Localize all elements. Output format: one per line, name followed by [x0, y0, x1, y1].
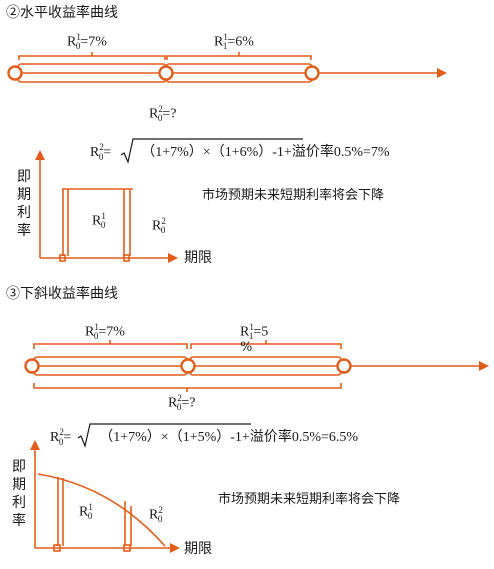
- timeline-1: [7, 52, 447, 83]
- formula-2-radical: [77, 423, 251, 449]
- section-2-title: ③下斜收益率曲线: [6, 286, 118, 302]
- section-1-bar2-label: R20: [152, 216, 166, 236]
- section-2-bar1-label: R10: [79, 502, 93, 522]
- section-2-mid-label: R20=?: [168, 393, 196, 413]
- timeline-1-node-0: [7, 65, 23, 81]
- section-1-seg1-label: R10=7%: [67, 32, 107, 52]
- section-2-note: 市场预期未来短期利率将会下降: [218, 492, 401, 507]
- section-2-bar2-label: R20: [149, 505, 163, 525]
- section-1-y-axis-label: 即期利率: [17, 169, 31, 239]
- chart-2: [30, 440, 180, 553]
- timeline-2: [24, 340, 489, 392]
- timeline-2-brace-bottom: [33, 383, 342, 389]
- timeline-1-node-2: [304, 65, 320, 81]
- section-2-seg2-wrap: %: [240, 340, 253, 355]
- timeline-2-node-0: [24, 358, 40, 374]
- chart-1: [35, 150, 178, 263]
- timeline-1-brace-2: [166, 55, 312, 60]
- radical-signs: [77, 138, 303, 449]
- section-1-note: 市场预期未来短期利率将会下降: [202, 188, 385, 203]
- section-2-y-axis-label: 即期利率: [12, 459, 26, 529]
- section-2-formula: R20=（1+7%）×（1+5%）-1+溢价率0.5%=6.5%: [50, 427, 359, 447]
- section-1-x-axis-label: 期限: [184, 250, 212, 266]
- chart-1-tick-2: [123, 254, 130, 262]
- section-1-formula: R20=（1+7%）×（1+6%）-1+溢价率0.5%=7%: [90, 142, 390, 162]
- timeline-2-node-1: [180, 358, 196, 374]
- chart-2-tick-2: [123, 544, 131, 552]
- timeline-2-node-2: [336, 358, 352, 374]
- timeline-1-brace-1: [18, 55, 166, 60]
- section-1-title: ②水平收益率曲线: [6, 5, 118, 21]
- timeline-2-brace-2: [190, 343, 342, 349]
- formula-1-radical: [120, 138, 303, 164]
- timeline-1-node-1: [158, 65, 174, 81]
- section-2-x-axis-label: 期限: [184, 541, 212, 557]
- section-1-mid-label: R20=?: [149, 104, 177, 124]
- chart-2-tick-1: [53, 544, 61, 552]
- section-2-seg1-label: R10=7%: [85, 322, 125, 342]
- section-2-seg2-label: R11=5: [240, 322, 269, 342]
- timeline-2-brace-1: [33, 343, 188, 349]
- section-1-bar1-label: R10: [92, 211, 106, 231]
- chart-2-downward-curve: [37, 473, 166, 547]
- chart-1-tick-1: [59, 254, 66, 262]
- section-1-seg2-label: R11=6%: [214, 32, 254, 52]
